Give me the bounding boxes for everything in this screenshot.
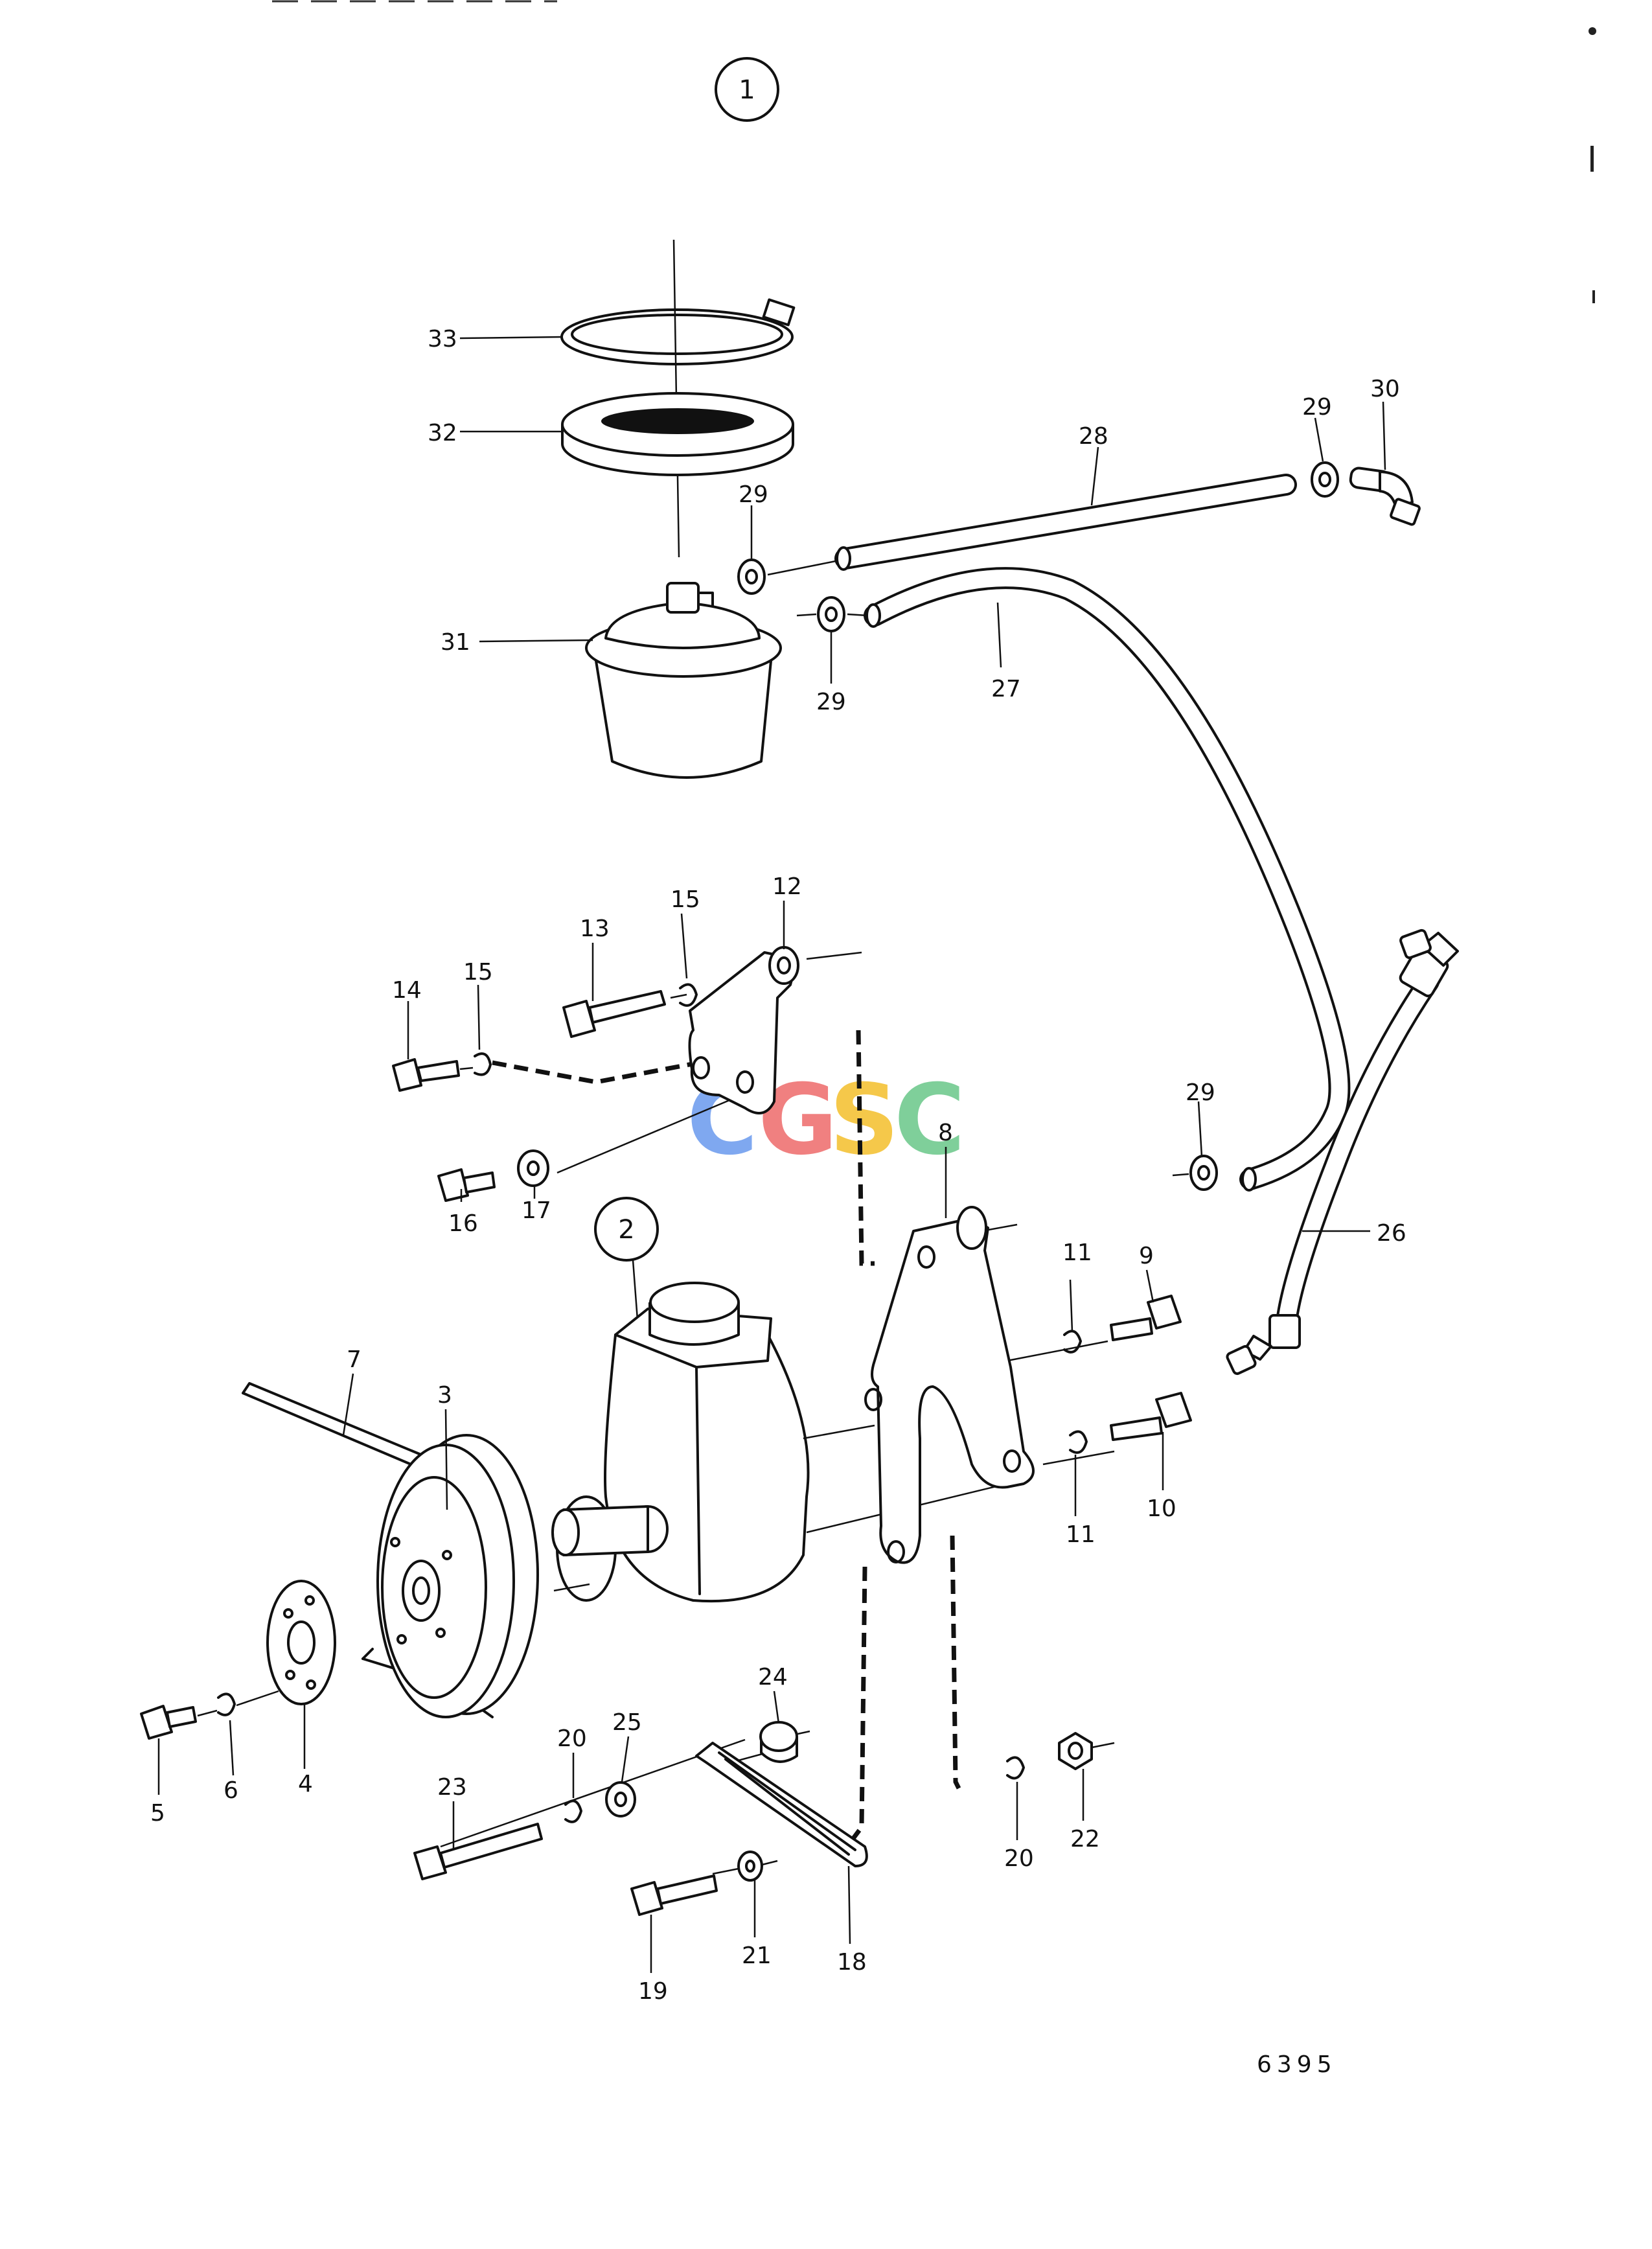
hose-clip [1311,461,1339,498]
main-bracket-assembly [850,1206,1192,1842]
group-label: 1 [739,75,755,105]
elbow-fitting [1349,467,1421,526]
reservoir-assembly [560,239,796,779]
part-label: 8 [938,1120,953,1146]
hose-clip [796,596,869,632]
part-label: 20 [1004,1845,1034,1872]
part-label: 6 [224,1777,238,1804]
part-label: 17 [522,1197,551,1224]
part-label: 9 [1139,1243,1154,1269]
pulley-belt-assembly [140,1382,539,1740]
bracket-bolt-long [562,990,687,1038]
part-label: 15 [671,886,700,913]
part-label: 21 [742,1943,772,1969]
part-label: 14 [392,977,422,1004]
group-label: 2 [618,1215,634,1245]
strap-bolt [630,1874,718,1916]
part-label: 31 [441,629,470,656]
part-label: 20 [557,1725,587,1752]
drawing-number: 6395 [1257,2051,1337,2078]
hoses [737,461,1459,1376]
spacer-washer [605,1781,636,1817]
pulley-bolt [140,1705,218,1740]
part-label: 29 [739,481,768,508]
spring-washer [1069,1430,1088,1454]
part-label: 19 [638,1978,668,2005]
part-label: 28 [1079,423,1108,450]
flat-washer [517,1149,549,1187]
pump-pulley [376,1434,539,1718]
part-label: 33 [428,326,457,352]
pressure-hose [1226,928,1459,1376]
bracket-bolt-lower [1110,1392,1192,1441]
bracket-bolt-upper [1110,1295,1182,1341]
power-steering-pump [551,1282,1021,1603]
bracket-bolt [437,1168,496,1202]
hub-flange [266,1580,336,1705]
leader-lines [157,336,1386,1973]
part-label: 3 [437,1382,452,1409]
part-label: 26 [1377,1220,1406,1247]
hose-clamp-ring [560,298,796,365]
flat-washer [712,1851,778,1882]
supply-hose [864,567,1351,1192]
part-label: 29 [1302,394,1332,421]
bracket-bolt-short [392,1058,474,1092]
part-label: 12 [772,873,802,900]
spring-washer [564,1799,582,1823]
hose-clip [1172,1155,1218,1191]
scan-artifacts [272,0,1596,303]
part-label: 15 [463,959,493,986]
group-callout-1: 1 [715,57,779,122]
part-labels: 33 32 31 29 29 29 29 30 28 27 26 12 13 1… [150,326,1406,2005]
watermark-letter: S [829,1064,899,1177]
part-label: 24 [758,1664,788,1690]
part-label: 18 [837,1949,867,1976]
part-label: 11 [1066,1521,1096,1548]
part-label: 10 [1147,1495,1176,1522]
seal-ring [561,392,794,476]
part-label: 22 [1070,1826,1100,1852]
part-label: 5 [150,1800,165,1827]
part-label: 29 [1186,1079,1215,1106]
watermark-letter: C [894,1064,965,1177]
part-label: 4 [298,1771,313,1797]
part-label: 32 [428,420,457,446]
part-label: 25 [612,1709,642,1736]
return-hose [834,474,1297,571]
spring-washer [1063,1330,1082,1354]
part-label: 29 [816,689,846,715]
part-label: 27 [991,676,1021,702]
spacer [759,1721,798,1763]
strap-bolt-long [413,1823,543,1880]
part-label: 11 [1062,1240,1092,1266]
part-label: 23 [437,1774,467,1801]
hose-clip [737,559,836,595]
hex-nut [1058,1732,1093,1770]
part-label: 16 [448,1210,478,1237]
spring-washer [1006,1756,1025,1780]
part-label: 13 [580,916,610,942]
part-label: 7 [347,1346,361,1373]
part-label: 30 [1370,376,1400,402]
spring-washer [217,1690,279,1716]
spring-washer [679,983,698,1007]
adjusting-strap-assembly [413,1721,1115,1916]
spring-washer [474,1052,492,1076]
reservoir-canister [585,582,782,779]
